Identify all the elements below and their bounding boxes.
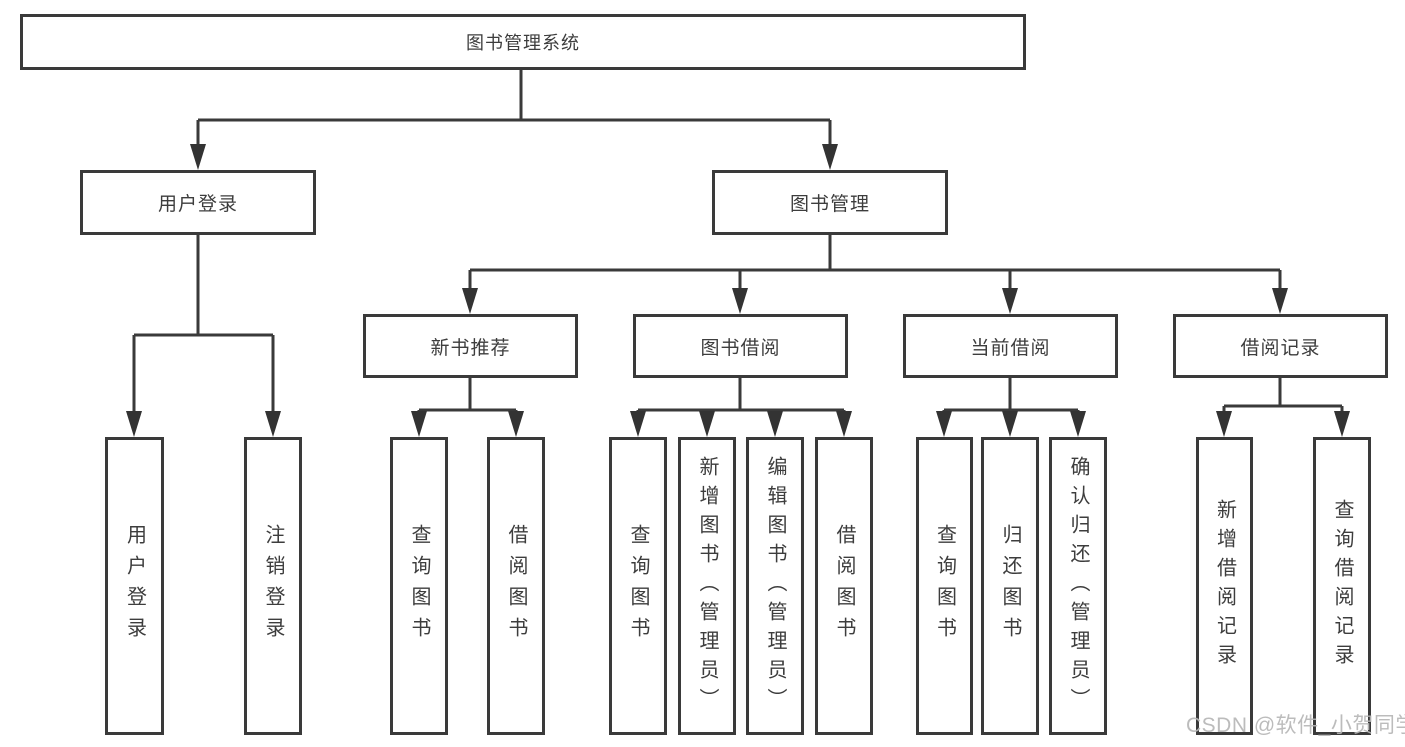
leaf-logout-label: 注销登录 (262, 524, 284, 648)
leaf-query-books-3: 查询图书 (916, 437, 973, 735)
node-new-book-recommend-label: 新书推荐 (430, 337, 511, 359)
leaf-query-books-2-label: 查询图书 (627, 524, 649, 648)
leaf-borrow-books-2: 借阅图书 (815, 437, 873, 735)
leaf-confirm-return-admin-label: 确认归还（管理员） (1067, 455, 1089, 717)
leaf-borrow-books-2-label: 借阅图书 (833, 524, 855, 648)
leaf-add-book-admin: 新增图书（管理员） (678, 437, 736, 735)
node-root: 图书管理系统 (20, 14, 1026, 70)
leaf-edit-book-admin: 编辑图书（管理员） (746, 437, 804, 735)
leaf-borrow-books-1: 借阅图书 (487, 437, 545, 735)
node-borrow-records-label: 借阅记录 (1240, 337, 1321, 359)
leaf-add-book-admin-label: 新增图书（管理员） (696, 455, 718, 717)
leaf-user-login-label: 用户登录 (123, 524, 146, 648)
leaf-logout: 注销登录 (244, 437, 302, 735)
node-user-login-label: 用户登录 (157, 194, 238, 215)
node-current-borrow-label: 当前借阅 (970, 337, 1051, 359)
leaf-add-borrow-record: 新增借阅记录 (1196, 437, 1253, 735)
leaf-borrow-books-1-label: 借阅图书 (505, 524, 527, 648)
node-new-book-recommend: 新书推荐 (363, 314, 578, 378)
leaf-query-books-1: 查询图书 (390, 437, 448, 735)
node-book-borrow: 图书借阅 (633, 314, 848, 378)
leaf-confirm-return-admin: 确认归还（管理员） (1049, 437, 1107, 735)
leaf-query-borrow-record: 查询借阅记录 (1313, 437, 1371, 735)
leaf-return-books-label: 归还图书 (999, 524, 1021, 648)
leaf-query-books-2: 查询图书 (609, 437, 667, 735)
node-book-borrow-label: 图书借阅 (700, 337, 781, 359)
leaf-user-login: 用户登录 (105, 437, 164, 735)
node-book-management: 图书管理 (712, 170, 948, 235)
watermark: CSDN @软件_小贺同学 (1186, 714, 1405, 737)
node-user-login: 用户登录 (80, 170, 316, 235)
leaf-query-borrow-record-label: 查询借阅记录 (1331, 499, 1353, 673)
leaf-query-books-1-label: 查询图书 (408, 524, 430, 648)
leaf-query-books-3-label: 查询图书 (933, 524, 956, 648)
leaf-return-books: 归还图书 (981, 437, 1039, 735)
node-book-management-label: 图书管理 (789, 194, 870, 215)
leaf-add-borrow-record-label: 新增借阅记录 (1213, 499, 1236, 673)
arrowheads (126, 144, 1350, 437)
node-root-label: 图书管理系统 (466, 33, 580, 53)
node-borrow-records: 借阅记录 (1173, 314, 1388, 378)
node-current-borrow: 当前借阅 (903, 314, 1118, 378)
leaf-edit-book-admin-label: 编辑图书（管理员） (764, 455, 786, 717)
